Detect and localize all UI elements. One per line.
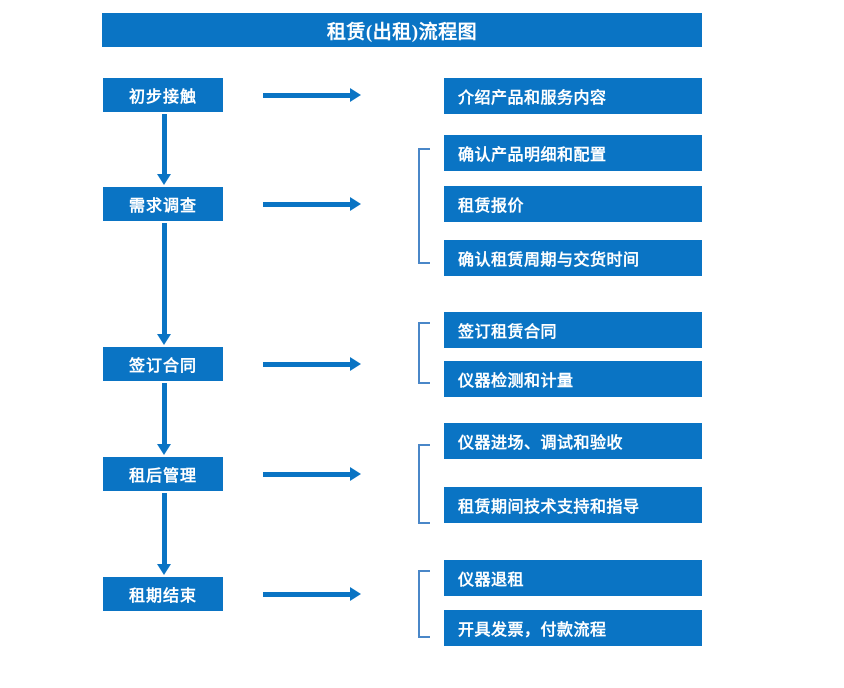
group-bracket-rental-end [418, 570, 430, 638]
arrow-head [157, 334, 171, 345]
arrow-shaft [263, 93, 351, 98]
task-box-5[interactable]: 签订租赁合同 [444, 312, 702, 348]
right-arrow-stage-1 [263, 88, 361, 102]
arrow-head [157, 174, 171, 185]
group-bracket-contract [418, 322, 430, 384]
arrow-shaft [162, 223, 167, 334]
task-box-4[interactable]: 确认租赁周期与交货时间 [444, 240, 702, 276]
task-box-9[interactable]: 仪器退租 [444, 560, 702, 596]
task-box-10[interactable]: 开具发票，付款流程 [444, 610, 702, 646]
stage-box-4[interactable]: 租后管理 [103, 457, 223, 491]
down-arrow-stage-4-to-5 [157, 493, 171, 575]
right-arrow-stage-5 [263, 587, 361, 601]
arrow-shaft [162, 383, 167, 444]
stage-box-2[interactable]: 需求调查 [103, 187, 223, 221]
chart-title: 租赁(出租)流程图 [102, 13, 702, 47]
task-box-6[interactable]: 仪器检测和计量 [444, 361, 702, 397]
task-box-3[interactable]: 租赁报价 [444, 186, 702, 222]
arrow-head [350, 587, 361, 601]
down-arrow-stage-3-to-4 [157, 383, 171, 455]
group-bracket-needs-survey [418, 148, 430, 264]
arrow-head [157, 564, 171, 575]
task-box-2[interactable]: 确认产品明细和配置 [444, 135, 702, 171]
arrow-shaft [263, 202, 351, 207]
arrow-shaft [263, 472, 351, 477]
arrow-shaft [263, 592, 351, 597]
down-arrow-stage-1-to-2 [157, 114, 171, 185]
stage-box-5[interactable]: 租期结束 [103, 577, 223, 611]
right-arrow-stage-4 [263, 467, 361, 481]
down-arrow-stage-2-to-3 [157, 223, 171, 345]
task-box-8[interactable]: 租赁期间技术支持和指导 [444, 487, 702, 523]
arrow-head [350, 357, 361, 371]
task-box-1[interactable]: 介绍产品和服务内容 [444, 78, 702, 114]
task-box-7[interactable]: 仪器进场、调试和验收 [444, 423, 702, 459]
arrow-head [350, 88, 361, 102]
stage-box-3[interactable]: 签订合同 [103, 347, 223, 381]
arrow-shaft [162, 493, 167, 564]
arrow-head [350, 197, 361, 211]
right-arrow-stage-3 [263, 357, 361, 371]
stage-box-1[interactable]: 初步接触 [103, 78, 223, 112]
arrow-shaft [263, 362, 351, 367]
arrow-head [157, 444, 171, 455]
arrow-head [350, 467, 361, 481]
right-arrow-stage-2 [263, 197, 361, 211]
group-bracket-post-rental [418, 444, 430, 524]
arrow-shaft [162, 114, 167, 174]
